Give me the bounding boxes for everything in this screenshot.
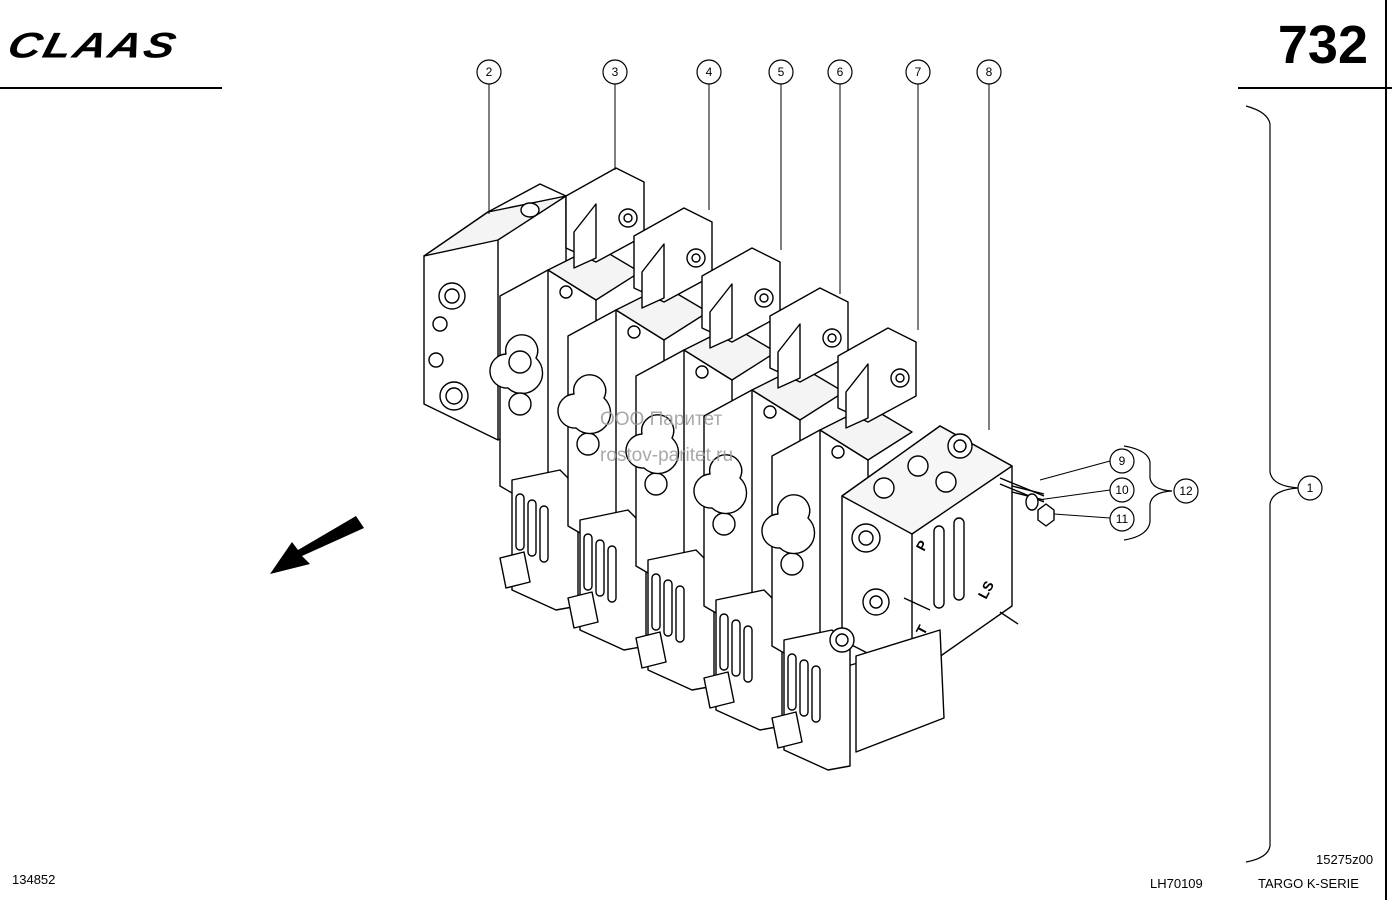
callout-9: 9 [1109, 448, 1135, 474]
callout-5: 5 [768, 59, 794, 85]
port-label-ls: LS [975, 578, 998, 601]
callouts: 1 2 3 4 5 6 7 8 9 10 11 12 [476, 59, 1323, 532]
svg-text:4: 4 [706, 65, 713, 79]
svg-text:9: 9 [1119, 454, 1126, 468]
callout-4: 4 [696, 59, 722, 85]
callout-8: 8 [976, 59, 1002, 85]
callout-12: 12 [1173, 478, 1199, 504]
direction-arrow [270, 516, 364, 574]
svg-text:5: 5 [778, 65, 785, 79]
callout-7: 7 [905, 59, 931, 85]
assembly-bracket [1245, 105, 1299, 863]
callout-1: 1 [1297, 475, 1323, 501]
svg-text:3: 3 [612, 65, 619, 79]
callout-6: 6 [827, 59, 853, 85]
nut [1037, 503, 1055, 527]
svg-text:8: 8 [986, 65, 993, 79]
svg-text:11: 11 [1116, 512, 1129, 526]
svg-text:7: 7 [915, 65, 922, 79]
end-plate [829, 425, 1045, 753]
svg-text:2: 2 [486, 65, 493, 79]
callout-10: 10 [1109, 477, 1135, 503]
svg-text:6: 6 [837, 65, 844, 79]
svg-text:1: 1 [1307, 481, 1314, 495]
footer-mid-reference: LH70109 [1150, 876, 1203, 891]
page-number: 732 [1277, 15, 1368, 75]
watermark-line-2: rostov-paritet.ru [600, 445, 734, 466]
valve-block-assembly [423, 167, 1055, 771]
svg-text:12: 12 [1179, 484, 1193, 498]
watermark-line-1: ООО Паритет [600, 409, 723, 430]
machine-series: TARGO K-SERIE [1258, 876, 1359, 891]
drawing-number: 15275z00 [1316, 852, 1374, 867]
group-bracket [1123, 445, 1173, 541]
footer-left-reference: 134852 [12, 872, 56, 887]
callout-2: 2 [476, 59, 502, 85]
leader-lines [488, 84, 1111, 519]
callout-3: 3 [602, 59, 628, 85]
callout-11: 11 [1109, 506, 1135, 532]
washer [1025, 493, 1039, 511]
watermark: ООО Паритет rostov-paritet.ru [600, 402, 733, 474]
svg-text:10: 10 [1115, 483, 1129, 497]
